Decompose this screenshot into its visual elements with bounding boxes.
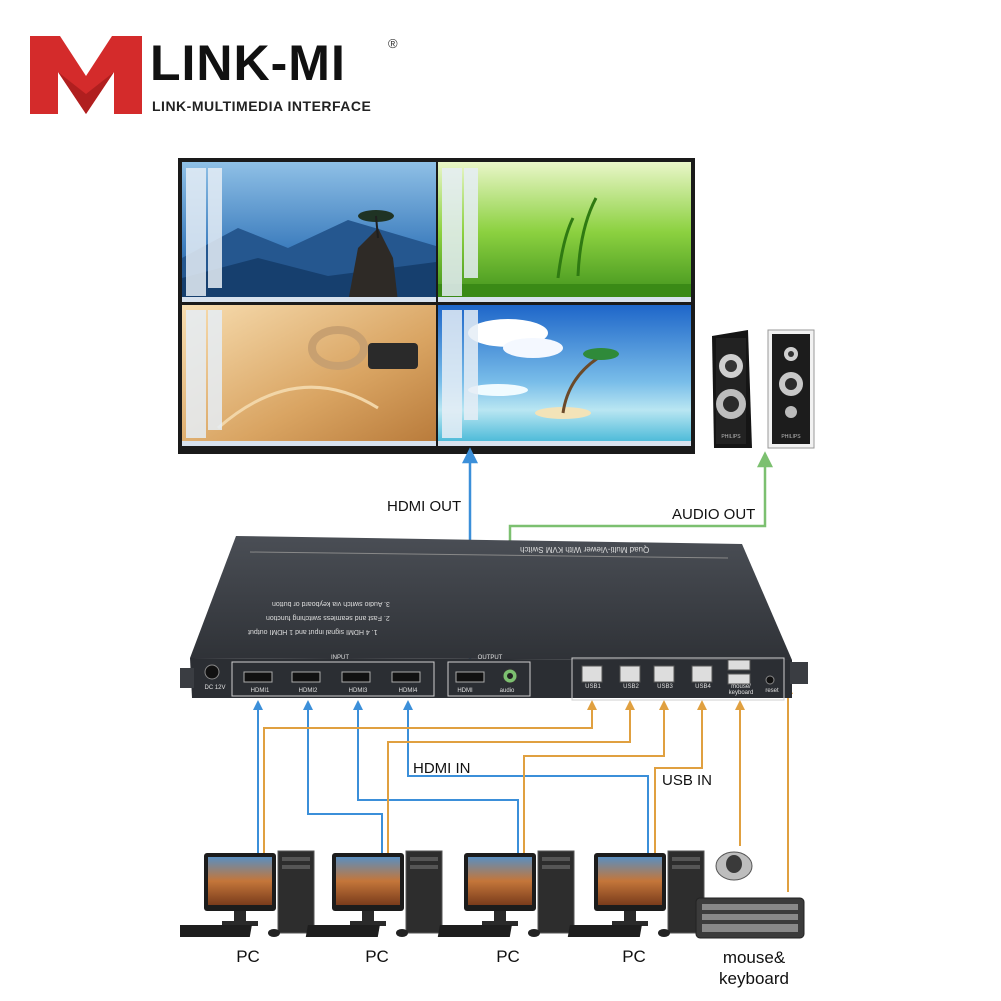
port-hdmi4-label: HDMI4 bbox=[398, 688, 418, 694]
pc-4-label: PC bbox=[622, 947, 646, 966]
pc-3-label: PC bbox=[496, 947, 520, 966]
usb-in-label: USB IN bbox=[662, 772, 713, 789]
port-hdmi2-label: HDMI2 bbox=[298, 688, 318, 694]
port-out-hdmi-label: HDMI bbox=[457, 688, 473, 694]
speaker-left: PHILIPS bbox=[712, 330, 752, 448]
port-usb3-label: USB3 bbox=[657, 684, 673, 690]
port-mouse-keyboard-label: mouse/ keyboard bbox=[728, 684, 754, 696]
port-hdmi3-label: HDMI3 bbox=[348, 688, 368, 694]
hdmi-out-label: HDMI OUT bbox=[387, 498, 462, 515]
pc-2-label: PC bbox=[365, 947, 389, 966]
input-group-label: INPUT bbox=[331, 655, 349, 661]
pc-4-icon bbox=[567, 850, 705, 938]
mouse-keyboard-icons bbox=[695, 851, 805, 939]
device-feature-1: 1. 4 HDMI signal input and 1 HDMI output bbox=[248, 628, 378, 635]
quad-view-monitor bbox=[178, 158, 695, 454]
quadrant-headphones bbox=[182, 305, 436, 445]
kvm-multiviewer-device bbox=[180, 536, 808, 701]
pc-1-label: PC bbox=[236, 947, 260, 966]
speaker-left-brand: PHILIPS bbox=[721, 434, 741, 440]
speaker-right: PHILIPS bbox=[767, 329, 815, 449]
audio-out-label: AUDIO OUT bbox=[672, 506, 756, 523]
speakers: PHILIPS PHILIPS bbox=[712, 329, 815, 449]
pc-2-icon bbox=[305, 850, 443, 938]
speaker-right-brand: PHILIPS bbox=[781, 434, 801, 440]
output-group-label: OUTPUT bbox=[477, 655, 503, 661]
brand-logo-mark bbox=[30, 36, 142, 114]
mouse-keyboard-label-line1: mouse& bbox=[722, 948, 786, 967]
brand-name: LINK-MI bbox=[150, 35, 346, 91]
usb-in-lines bbox=[263, 684, 793, 892]
device-feature-2: 2. Fast and seamless switching function bbox=[266, 614, 390, 621]
hdmi-in-label: HDMI IN bbox=[413, 760, 471, 777]
port-out-audio-label: audio bbox=[499, 688, 515, 694]
port-reset-label: reset bbox=[765, 688, 779, 694]
keyboard-icon bbox=[695, 897, 805, 939]
mouse-icon bbox=[715, 851, 753, 881]
device-top-label: Quad Multi-Viewer With KVM Switch bbox=[520, 545, 650, 554]
dc-power-label: DC 12V bbox=[204, 685, 226, 691]
hdmi-in-lines bbox=[253, 700, 649, 858]
pc-1-icon bbox=[180, 850, 315, 938]
mouse-keyboard-label-line2: keyboard bbox=[719, 969, 789, 988]
port-hdmi1-label: HDMI1 bbox=[250, 688, 270, 694]
port-usb2-label: USB2 bbox=[623, 684, 639, 690]
port-usb1-label: USB1 bbox=[585, 684, 601, 690]
mouse-keyboard-label: mouse& keyboard bbox=[694, 947, 814, 989]
device-feature-3: 3. Audio switch via keyboard or button bbox=[272, 600, 390, 607]
quadrant-mountains bbox=[182, 162, 436, 302]
pc-3-icon bbox=[437, 850, 575, 938]
brand-tagline: LINK-MULTIMEDIA INTERFACE bbox=[152, 98, 372, 114]
port-usb4-label: USB4 bbox=[695, 684, 711, 690]
registered-mark: ® bbox=[388, 36, 398, 51]
quadrant-beach bbox=[438, 305, 691, 445]
